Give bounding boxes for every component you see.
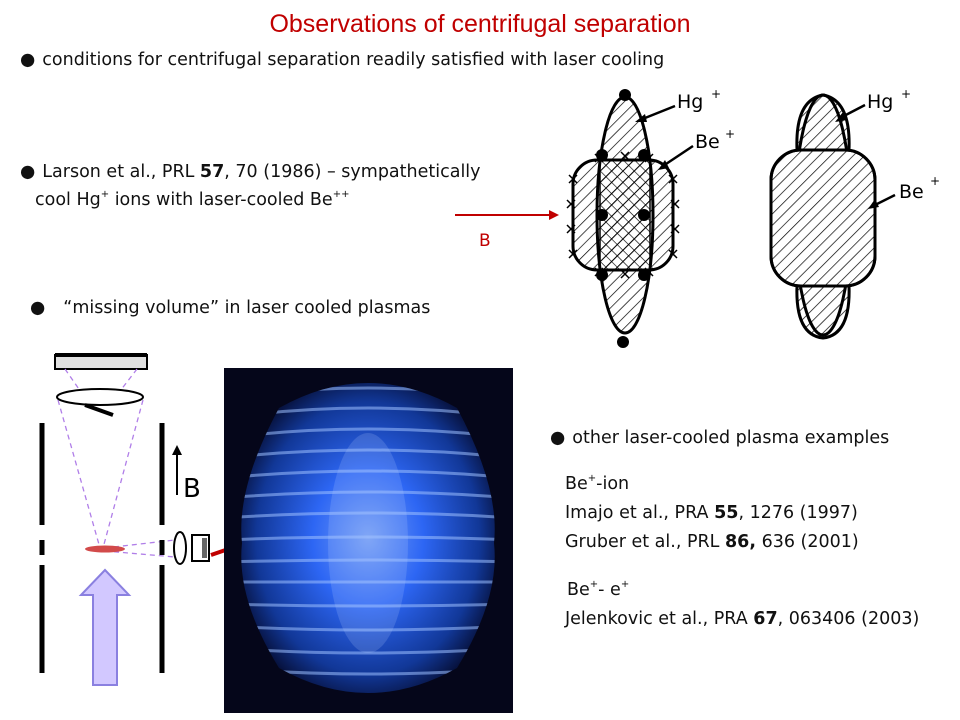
bullet-marker: ●: [30, 298, 46, 318]
label-be-left: Be: [695, 131, 720, 153]
field-label-b: B: [479, 231, 491, 251]
bullet-missing-volume: ● “missing volume” in laser cooled plasma…: [30, 298, 430, 318]
separated-ion-cloud: [769, 93, 877, 340]
label-be-right: Be: [899, 181, 924, 203]
example-be-ion: Be+-ion: [565, 473, 630, 494]
label-plus: +: [930, 174, 940, 188]
bullet-larson: ●Larson et al., PRL 57, 70 (1986) – symp…: [20, 162, 481, 182]
pointer-head: [868, 199, 879, 209]
mirror: [84, 403, 114, 417]
label-plus: +: [711, 87, 721, 101]
detector-plate: [54, 354, 148, 370]
bullet-conditions: ● conditions for centrifugal separation r…: [20, 50, 664, 70]
plasma-image: [224, 368, 513, 713]
page-title: Observations of centrifugal separation: [269, 10, 691, 38]
pointer-line: [874, 193, 896, 207]
label-plus: +: [725, 127, 735, 141]
pointer-head: [658, 160, 669, 170]
example-gruber: Gruber et al., PRL 86, 636 (2001): [565, 532, 859, 552]
mixed-ion-cloud: [566, 89, 680, 348]
trap-electrodes: [39, 423, 165, 673]
example-imajo: Imajo et al., PRA 55, 1276 (1997): [565, 503, 858, 523]
apparatus-schematic: B: [39, 353, 251, 686]
b-field-arrow-head: [172, 445, 182, 455]
bullet-marker: ●: [20, 162, 36, 182]
example-jelenkovic: Jelenkovic et al., PRA 67, 063406 (2003): [565, 609, 920, 629]
bullet-marker: ●: [20, 50, 36, 70]
plasma-cloud: [85, 545, 125, 553]
example-be-e: Be+- e+: [567, 579, 630, 600]
pointer-head: [635, 114, 647, 122]
bullet-larson-line2: cool Hg+ ions with laser-cooled Be++: [35, 189, 350, 210]
bullet-missing-volume-text: “missing volume” in laser cooled plasmas: [63, 298, 431, 318]
bullet-marker: ●: [550, 428, 566, 448]
label-hg-right: Hg: [867, 91, 893, 113]
pointer-head: [835, 112, 847, 122]
separation-diagram: Hg + Be + Hg + Be +: [566, 87, 940, 348]
label-hg-left: Hg: [677, 91, 703, 113]
pointer-line: [662, 144, 694, 168]
apparatus-b-label: B: [183, 474, 201, 504]
label-plus: +: [901, 87, 911, 101]
laser-beam-arrow: [78, 568, 132, 686]
bullet-conditions-text: conditions for centrifugal separation re…: [42, 50, 665, 70]
camera-lens: [173, 531, 187, 565]
bullet-other-examples-text: other laser-cooled plasma examples: [572, 428, 890, 448]
lens: [56, 388, 144, 406]
bullet-other-examples: ● other laser-cooled plasma examples: [550, 428, 889, 448]
field-arrow: [455, 210, 559, 220]
